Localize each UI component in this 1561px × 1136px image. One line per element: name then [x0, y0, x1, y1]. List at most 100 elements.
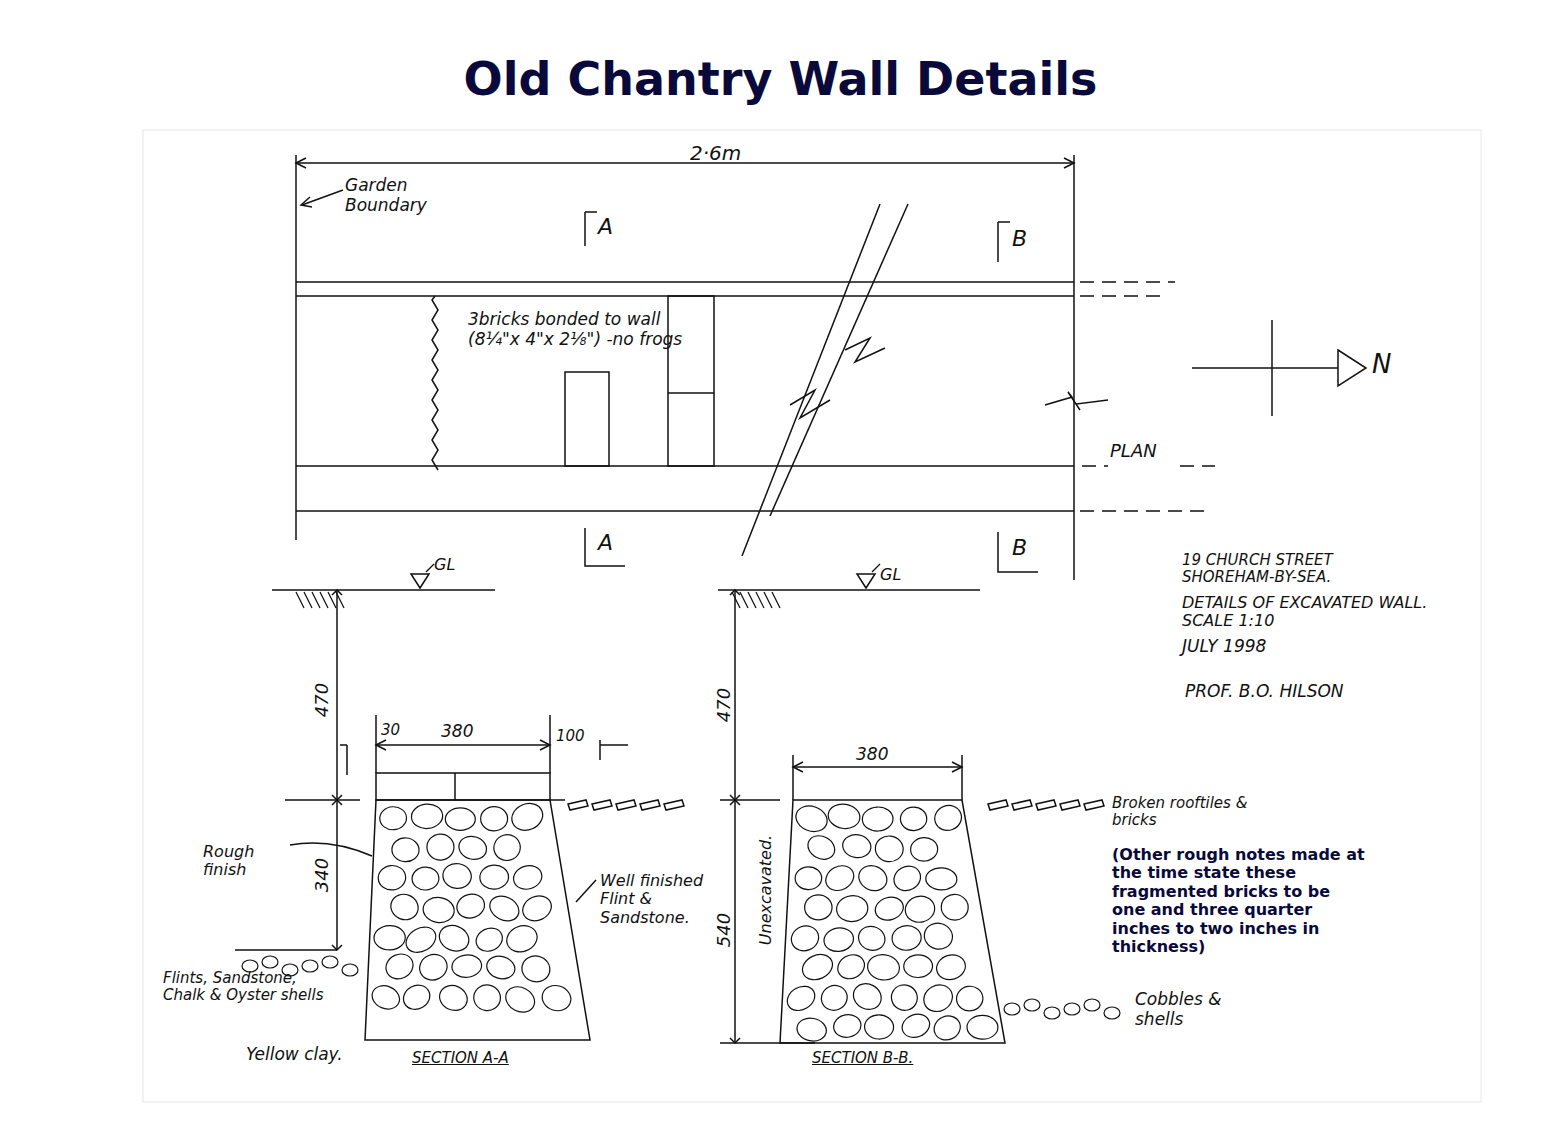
draw-line: [296, 281, 1074, 283]
drawing-label: Flints, Sandstone, Chalk & Oyster shells: [163, 970, 343, 1005]
rubble-stones: [368, 799, 574, 1017]
stone: [900, 807, 927, 831]
stone: [826, 802, 861, 831]
paper: [143, 130, 1481, 1102]
broken-tiles: [988, 800, 1104, 810]
draw-line: [1180, 465, 1215, 467]
rubble-stones: [783, 802, 998, 1044]
title: Old Chantry Wall Details: [0, 52, 1561, 106]
draw-line: [668, 392, 714, 394]
brick: [565, 372, 609, 466]
drawing-label: 100: [556, 728, 585, 745]
stone: [903, 893, 938, 925]
drawing-label: 30: [381, 722, 400, 739]
stone: [822, 926, 855, 954]
stone: [399, 981, 434, 1014]
stone: [491, 832, 524, 864]
stone: [890, 862, 925, 896]
stone: [479, 864, 509, 890]
draw-line: [792, 755, 794, 800]
drawing-label: JULY 1998: [1182, 637, 1266, 657]
pebble: [342, 964, 358, 976]
stone: [919, 980, 957, 1017]
drawing-label: GL: [880, 566, 901, 584]
drawing-label: Garden Boundary: [345, 176, 455, 215]
stone: [795, 1016, 828, 1044]
draw-line: [346, 745, 348, 775]
draw-line: [285, 799, 360, 801]
break-symbol: [790, 390, 830, 418]
pebble: [302, 960, 318, 972]
wall-section: [780, 800, 1005, 1043]
draw-line: [320, 592, 328, 608]
arrow-head: [301, 197, 312, 207]
drawing-label: SECTION B-B.: [812, 1050, 913, 1067]
pebble: [1064, 1003, 1080, 1015]
leader-line: [576, 880, 596, 902]
brick: [668, 296, 714, 466]
stone: [855, 923, 888, 954]
stone: [456, 833, 489, 862]
stone: [426, 833, 454, 860]
draw-line: [961, 755, 963, 800]
draw-line: [272, 589, 495, 591]
draw-line: [872, 564, 880, 572]
draw-line: [1080, 510, 1210, 512]
drawing-label: N: [1372, 350, 1391, 380]
stone: [451, 953, 483, 978]
pebble: [1104, 1007, 1120, 1019]
stone: [519, 953, 552, 984]
stone: [501, 982, 539, 1017]
drawing-label: Rough finish: [203, 843, 275, 880]
drawing-label: DETAILS OF EXCAVATED WALL. SCALE 1:10: [1182, 594, 1442, 631]
stone: [955, 985, 985, 1013]
draw-line: [1082, 465, 1108, 467]
draw-line: [599, 740, 601, 760]
stone: [503, 921, 541, 956]
draw-line: [748, 592, 756, 608]
draw-line: [312, 592, 320, 608]
drawing-label: PLAN: [1110, 441, 1157, 462]
stone: [891, 924, 923, 952]
line-work: [143, 130, 1481, 1102]
drawing-label: Cobbles & shells: [1135, 990, 1235, 1029]
dimension-label: 470: [714, 688, 735, 722]
stone: [930, 1012, 964, 1044]
stone: [391, 837, 419, 862]
stone: [435, 921, 472, 955]
arrow-head: [376, 740, 550, 750]
gl-symbol: [411, 574, 429, 588]
section-mark: [998, 532, 1038, 572]
draw-line: [1192, 367, 1338, 369]
stone: [798, 950, 836, 985]
arrow-head: [296, 158, 1074, 168]
stone: [539, 982, 574, 1014]
drawing-label: A: [598, 214, 613, 239]
draw-line: [426, 564, 434, 572]
stone: [519, 891, 556, 925]
drawing-label: 3bricks bonded to wall (8¼"x 4"x 2⅛") -n…: [468, 310, 683, 349]
draw-line: [1080, 295, 1160, 297]
stone: [940, 893, 970, 922]
stone: [855, 861, 891, 895]
drawing-label: SECTION A-A: [412, 1050, 509, 1067]
draw-line: [734, 590, 736, 1043]
draw-line: [304, 592, 312, 608]
stone: [866, 953, 901, 982]
drawing-label: A: [598, 530, 613, 555]
stone: [374, 925, 406, 950]
drawing-label: 19 CHURCH STREET SHOREHAM-BY-SEA.: [1182, 552, 1412, 587]
draw-line: [1271, 320, 1273, 416]
stone: [511, 862, 545, 892]
broken-edge: [432, 296, 438, 470]
stone: [788, 922, 823, 955]
stone: [967, 1015, 998, 1039]
dimension-label: Unexcavated.: [757, 835, 775, 945]
drawing-label: GL: [434, 556, 455, 574]
draw-line: [1080, 281, 1175, 283]
stone: [382, 950, 417, 984]
brick-course: [376, 773, 550, 800]
draw-line: [770, 204, 908, 516]
stone: [412, 866, 440, 890]
stone: [931, 802, 965, 834]
